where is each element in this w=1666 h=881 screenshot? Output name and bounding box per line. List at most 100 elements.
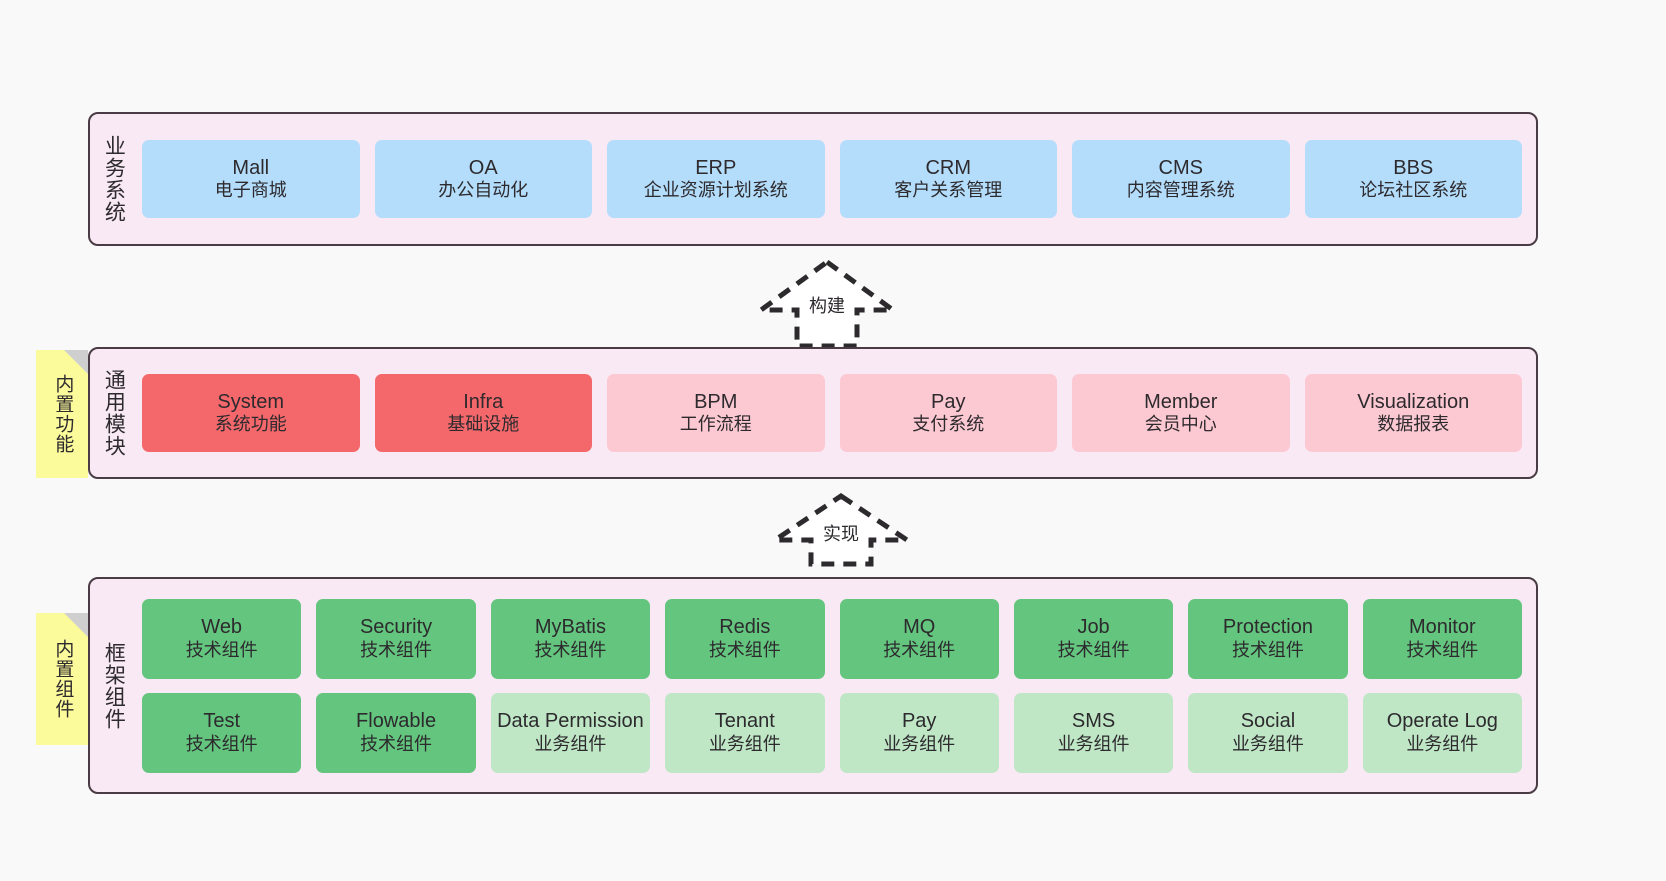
card-title: ERP [695, 156, 737, 179]
card-subtitle: 技术组件 [883, 639, 956, 660]
card-sms[interactable]: SMS 业务组件 [1013, 692, 1174, 773]
card-subtitle: 业务组件 [1231, 733, 1304, 754]
card-bbs[interactable]: BBS 论坛社区系统 [1304, 140, 1522, 218]
card-subtitle: 企业资源计划系统 [643, 180, 788, 201]
sticky-note-label: 内置功能 [52, 374, 74, 454]
card-subtitle: 数据报表 [1377, 414, 1450, 435]
card-web[interactable]: Web 技术组件 [142, 598, 302, 679]
card-social[interactable]: Social 业务组件 [1188, 692, 1348, 773]
card-subtitle: 办公自动化 [438, 180, 529, 201]
card-pay-component[interactable]: Pay 业务组件 [839, 692, 999, 773]
card-title: Infra [463, 390, 504, 413]
card-crm[interactable]: CRM 客户关系管理 [839, 140, 1057, 218]
card-title: SMS [1071, 710, 1116, 733]
card-mq[interactable]: MQ 技术组件 [839, 598, 999, 679]
card-title: Visualization [1357, 390, 1470, 413]
card-title: Mall [232, 156, 270, 179]
card-title: CMS [1158, 156, 1203, 179]
card-title: Pay [931, 390, 966, 413]
card-cms[interactable]: CMS 内容管理系统 [1072, 140, 1290, 218]
card-title: Redis [719, 616, 771, 639]
card-subtitle: 技术组件 [1231, 639, 1304, 660]
sticky-note-builtin-feature: 内置功能 [36, 350, 88, 478]
arrow-implement-label: 实现 [823, 524, 859, 544]
card-subtitle: 技术组件 [360, 733, 433, 754]
card-subtitle: 支付系统 [912, 414, 985, 435]
card-erp[interactable]: ERP 企业资源计划系统 [607, 140, 825, 218]
card-visualization[interactable]: Visualization 数据报表 [1304, 374, 1522, 452]
card-subtitle: 电子商城 [214, 180, 287, 201]
card-subtitle: 业务组件 [1406, 733, 1479, 754]
card-title: Pay [901, 710, 937, 733]
card-bpm[interactable]: BPM 工作流程 [607, 374, 825, 452]
sticky-note-builtin-component: 内置组件 [36, 613, 88, 745]
card-security[interactable]: Security 技术组件 [316, 598, 476, 679]
card-row: Test 技术组件 Flowable 技术组件 Data Permission … [142, 692, 1522, 773]
card-tenant[interactable]: Tenant 业务组件 [665, 692, 825, 773]
card-flowable[interactable]: Flowable 技术组件 [316, 692, 476, 773]
card-pay-module[interactable]: Pay 支付系统 [839, 374, 1057, 452]
card-title: Operate Log [1386, 710, 1498, 733]
card-title: Web [201, 616, 243, 639]
card-title: MQ [903, 616, 936, 639]
card-subtitle: 系统功能 [214, 414, 287, 435]
card-title: BBS [1393, 156, 1434, 179]
card-subtitle: 技术组件 [185, 639, 258, 660]
card-subtitle: 技术组件 [534, 639, 607, 660]
card-subtitle: 客户关系管理 [894, 180, 1003, 201]
card-member[interactable]: Member 会员中心 [1072, 374, 1290, 452]
card-subtitle: 技术组件 [708, 639, 781, 660]
card-title: Member [1144, 390, 1218, 413]
band-body-business-systems: Mall 电子商城 OA 办公自动化 ERP 企业资源计划系统 CRM 客户关系… [136, 114, 1536, 244]
card-system[interactable]: System 系统功能 [142, 374, 360, 452]
card-title: Data Permission [497, 710, 644, 733]
card-subtitle: 技术组件 [185, 733, 258, 754]
card-mybatis[interactable]: MyBatis 技术组件 [490, 598, 651, 679]
card-subtitle: 基础设施 [447, 414, 520, 435]
card-title: Tenant [714, 710, 775, 733]
card-job[interactable]: Job 技术组件 [1013, 598, 1174, 679]
card-row: Mall 电子商城 OA 办公自动化 ERP 企业资源计划系统 CRM 客户关系… [142, 140, 1522, 218]
card-subtitle: 论坛社区系统 [1359, 180, 1468, 201]
card-row: Web 技术组件 Security 技术组件 MyBatis 技术组件 Redi… [142, 598, 1522, 679]
folded-corner-icon [64, 350, 88, 374]
card-subtitle: 业务组件 [883, 733, 956, 754]
band-business-systems: 业务系统 Mall 电子商城 OA 办公自动化 ERP 企业资源计划系统 CRM… [88, 112, 1538, 246]
card-title: Test [203, 710, 241, 733]
card-title: Social [1240, 710, 1296, 733]
card-mall[interactable]: Mall 电子商城 [142, 140, 360, 218]
card-title: Flowable [356, 710, 437, 733]
card-title: CRM [925, 156, 972, 179]
band-framework-components: 框架组件 Web 技术组件 Security 技术组件 MyBatis 技术组件… [88, 577, 1538, 794]
card-subtitle: 内容管理系统 [1126, 180, 1235, 201]
card-title: Job [1077, 616, 1110, 639]
card-monitor[interactable]: Monitor 技术组件 [1362, 598, 1522, 679]
card-subtitle: 会员中心 [1144, 414, 1217, 435]
card-title: Security [359, 616, 433, 639]
folded-corner-icon [64, 613, 88, 637]
card-infra[interactable]: Infra 基础设施 [374, 374, 592, 452]
band-label-framework-components: 框架组件 [102, 641, 126, 730]
card-title: Protection [1222, 616, 1313, 639]
card-subtitle: 技术组件 [1406, 639, 1479, 660]
card-title: Monitor [1408, 616, 1476, 639]
band-label-common-modules: 通用模块 [102, 369, 126, 457]
band-body-framework-components: Web 技术组件 Security 技术组件 MyBatis 技术组件 Redi… [136, 579, 1536, 792]
card-operate-log[interactable]: Operate Log 业务组件 [1362, 692, 1522, 773]
card-protection[interactable]: Protection 技术组件 [1188, 598, 1348, 679]
band-label-business-systems: 业务系统 [102, 135, 126, 223]
card-redis[interactable]: Redis 技术组件 [665, 598, 825, 679]
card-oa[interactable]: OA 办公自动化 [374, 140, 592, 218]
card-title: OA [468, 156, 498, 179]
card-row: System 系统功能 Infra 基础设施 BPM 工作流程 Pay 支付系统… [142, 374, 1522, 452]
arrow-implement: 实现 [766, 492, 916, 567]
card-title: System [217, 390, 285, 413]
card-subtitle: 工作流程 [679, 414, 752, 435]
band-common-modules: 通用模块 System 系统功能 Infra 基础设施 BPM 工作流程 Pay… [88, 347, 1538, 479]
arrow-build: 构建 [753, 258, 901, 350]
band-body-common-modules: System 系统功能 Infra 基础设施 BPM 工作流程 Pay 支付系统… [136, 349, 1536, 477]
card-test[interactable]: Test 技术组件 [142, 692, 302, 773]
card-data-permission[interactable]: Data Permission 业务组件 [490, 692, 651, 773]
card-subtitle: 业务组件 [708, 733, 781, 754]
